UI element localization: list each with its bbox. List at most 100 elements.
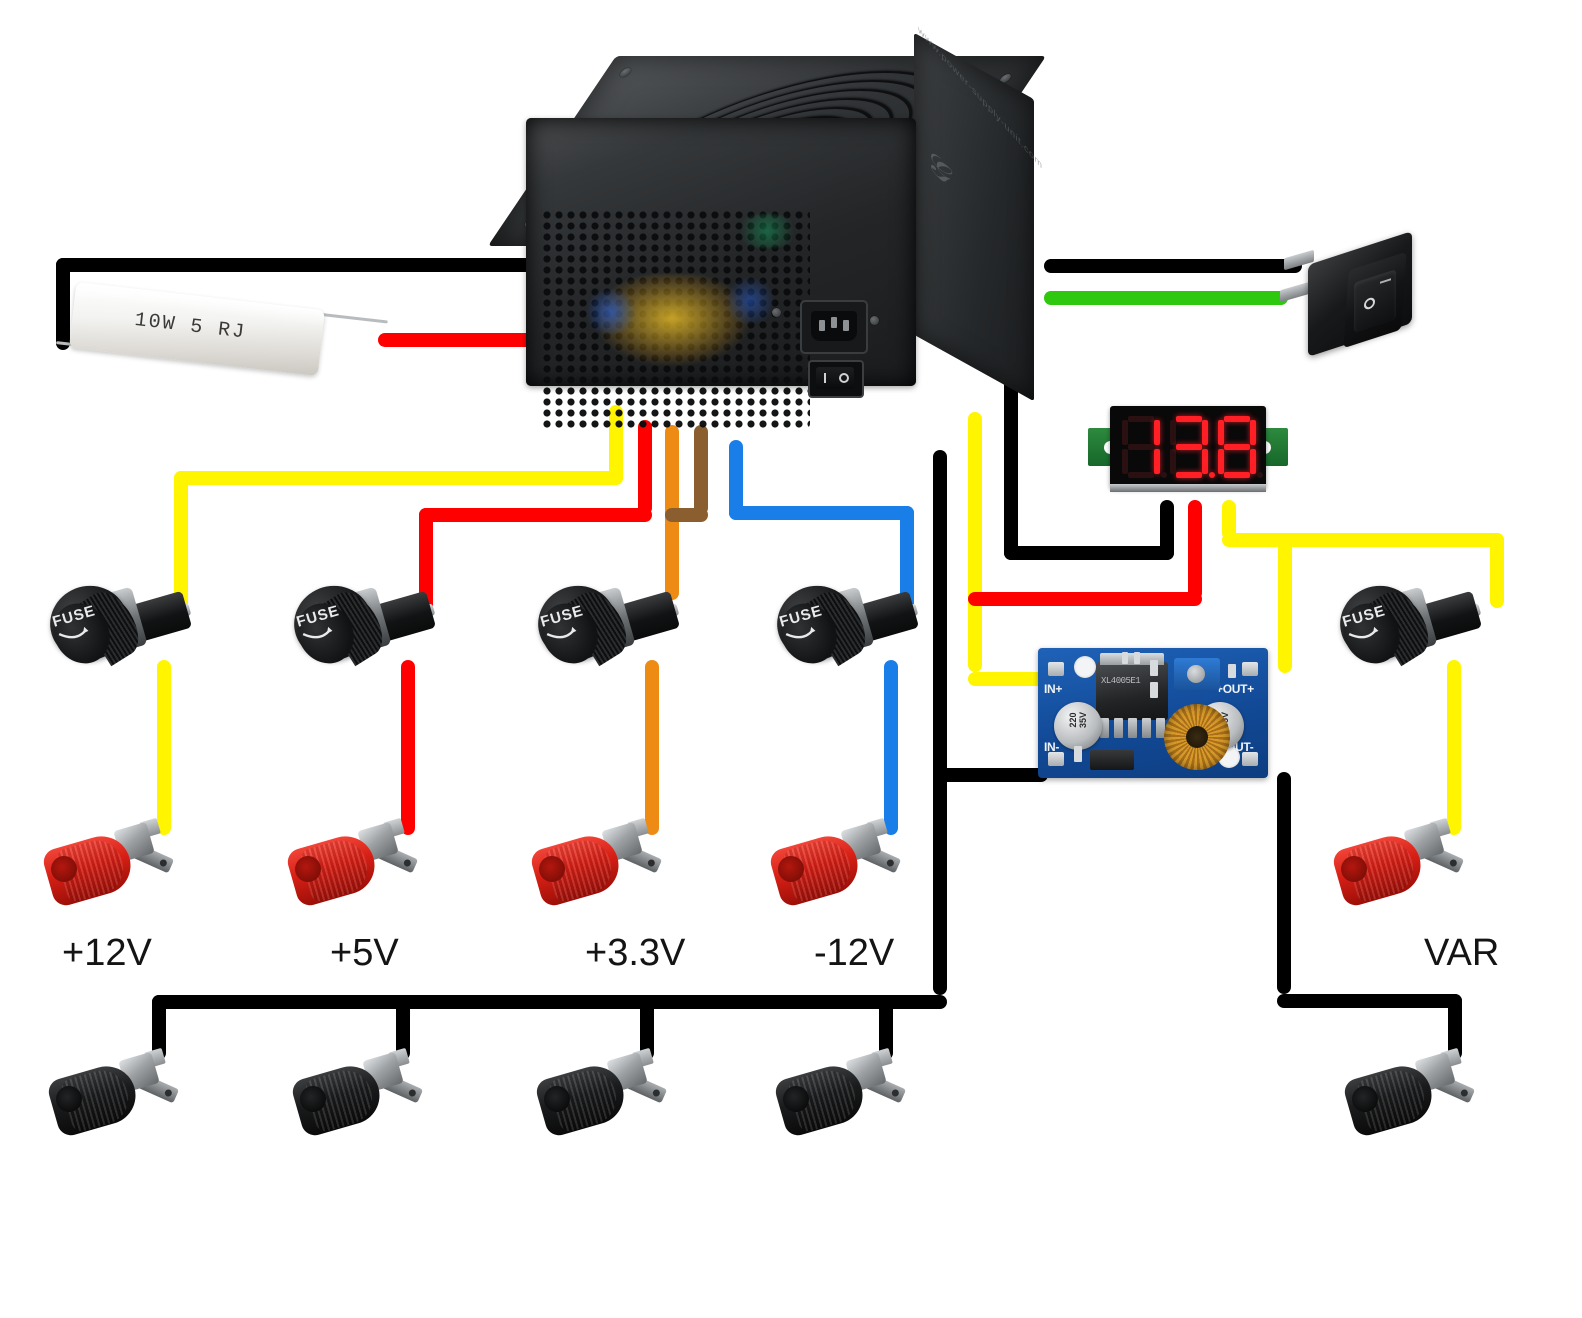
wire-black-gnd-drop-2 xyxy=(396,995,410,1060)
fuse-arrow-icon xyxy=(784,624,819,646)
rocker-switch[interactable] xyxy=(1280,231,1444,360)
psu-mesh-glow-blue-right xyxy=(722,278,778,324)
wire-blue-n12v-down2 xyxy=(900,506,914,616)
fuse-holder-3v3: FUSE xyxy=(529,576,682,676)
wire-red-voltmeter-left xyxy=(968,592,1202,606)
rail-label-n12v: -12V xyxy=(814,932,895,974)
rocker-on-glyph xyxy=(824,373,826,383)
binding-post-12v[interactable] xyxy=(40,812,175,916)
binding-post-var[interactable] xyxy=(1330,812,1465,916)
wire-red-5v-fuse-to-post xyxy=(401,660,415,835)
ground-post-n12v[interactable] xyxy=(772,1042,907,1146)
switch-terminal-bottom xyxy=(1280,281,1310,303)
buck-pad-out-neg xyxy=(1242,752,1258,766)
voltmeter-display-face xyxy=(1110,406,1266,488)
wire-black-out-neg-down xyxy=(1277,772,1291,994)
buck-label-in-neg: IN- xyxy=(1044,740,1060,754)
wire-black-gnd-drop-1 xyxy=(152,995,166,1060)
wire-yellow-out-up xyxy=(1278,533,1292,673)
fuse-holder-5v: FUSE xyxy=(285,576,438,676)
wire-black-ground-to-buck-in-neg xyxy=(933,768,1048,782)
wire-red-voltmeter-down xyxy=(1188,500,1202,600)
wire-yellow-var-fuse-to-post xyxy=(1447,660,1461,835)
fuse-holder-var: FUSE xyxy=(1331,576,1484,676)
psu-mesh-glow-green xyxy=(732,214,802,248)
psu-power-rocker-switch[interactable] xyxy=(808,360,864,398)
buck-label-in-pos: IN+ xyxy=(1044,682,1063,696)
wire-green-psu-to-switch xyxy=(1044,291,1288,305)
wire-yellow-buck-in-down xyxy=(968,412,982,672)
wire-blue-n12v-right xyxy=(729,506,914,520)
wire-yellow-12v-fuse-to-post xyxy=(157,660,171,835)
rail-label-12v: +12V xyxy=(62,932,152,974)
wire-black-psu-gnd-down xyxy=(1004,370,1018,560)
psu-rear-panel xyxy=(526,118,916,428)
rail-label-var: VAR xyxy=(1424,932,1500,974)
wire-brown-3v3-sense-down xyxy=(694,425,708,515)
voltmeter-header-strip xyxy=(1110,484,1266,492)
binding-post-3v3[interactable] xyxy=(528,812,663,916)
wire-black-ground-bus xyxy=(152,995,947,1009)
panel-voltmeter xyxy=(1088,398,1288,498)
voltmeter-digit-1 xyxy=(1122,416,1167,478)
buck-pad-in-neg xyxy=(1048,752,1064,766)
wire-yellow-voltmeter-right xyxy=(1222,533,1504,547)
resistor-body: 10W 5 RJ xyxy=(69,282,325,376)
fuse-arrow-icon xyxy=(1347,624,1382,646)
wire-red-5v-down1 xyxy=(638,420,652,515)
psu-brand-logo: 𝒢 xyxy=(926,135,949,196)
wire-blue-n12v-down1 xyxy=(729,440,743,520)
buck-label-out-pos: +OUT+ xyxy=(1216,682,1254,696)
buck-ic-marking: XL4005E1 xyxy=(1101,676,1141,686)
wire-black-volt-gnd-up xyxy=(1160,500,1174,560)
ground-post-12v[interactable] xyxy=(45,1042,180,1146)
buck-pad-out-pos xyxy=(1242,662,1258,676)
iec-pins xyxy=(819,317,849,335)
resistor-label: 10W 5 RJ xyxy=(133,308,248,345)
wire-black-psu-to-resistor xyxy=(56,258,536,272)
power-resistor: 10W 5 RJ xyxy=(55,282,392,386)
psu-iec-inlet xyxy=(800,300,868,354)
wire-black-gnd-drop-3 xyxy=(640,995,654,1060)
ground-post-5v[interactable] xyxy=(289,1042,424,1146)
voltmeter-digit-3 xyxy=(1218,416,1263,478)
rocker-off-glyph xyxy=(839,373,849,383)
ground-post-var[interactable] xyxy=(1341,1042,1476,1146)
fuse-arrow-icon xyxy=(301,624,336,646)
fuse-holder-n12v: FUSE xyxy=(768,576,921,676)
rail-label-3v3: +3.3V xyxy=(585,932,686,974)
psu-mesh-glow-blue-left xyxy=(582,290,640,334)
wire-yellow-voltmeter-down xyxy=(1222,500,1236,540)
fuse-arrow-icon xyxy=(57,624,92,646)
wire-black-volt-gnd xyxy=(1004,546,1174,560)
wire-yellow-var-fuse-feed xyxy=(1490,533,1504,608)
psu-unit: www.power-supply-unit.com 𝒢 xyxy=(487,23,1047,456)
wire-black-gnd-drop-4 xyxy=(879,995,893,1060)
wire-orange-3v3-fuse-to-post xyxy=(645,660,659,835)
buck-pad-in-pos xyxy=(1048,662,1064,676)
rail-label-5v: +5V xyxy=(330,932,399,974)
buck-ic-legs xyxy=(1100,718,1166,738)
wire-black-psu-to-switch xyxy=(1044,259,1302,273)
wire-red-5v-down2 xyxy=(419,508,433,618)
buck-toroidal-inductor xyxy=(1164,704,1230,770)
wire-yellow-buck-in-right xyxy=(968,672,1048,686)
ground-post-3v3[interactable] xyxy=(533,1042,668,1146)
binding-post-5v[interactable] xyxy=(284,812,419,916)
wire-blue-n12v-fuse-to-post xyxy=(884,660,898,835)
buck-mount-hole-tl xyxy=(1074,656,1096,678)
fuse-arrow-icon xyxy=(545,624,580,646)
binding-post-n12v[interactable] xyxy=(767,812,902,916)
wire-black-var-gnd-drop xyxy=(1448,994,1462,1060)
buck-trim-potentiometer[interactable] xyxy=(1174,658,1220,690)
wire-red-resistor-to-psu xyxy=(378,333,538,347)
wire-black-resistor-drop xyxy=(56,258,70,350)
wire-yellow-12v-down2 xyxy=(174,471,188,616)
wire-black-ground-trunk-down xyxy=(933,450,947,995)
fuse-holder-12v: FUSE xyxy=(41,576,194,676)
wire-black-out-neg-right xyxy=(1277,994,1462,1008)
